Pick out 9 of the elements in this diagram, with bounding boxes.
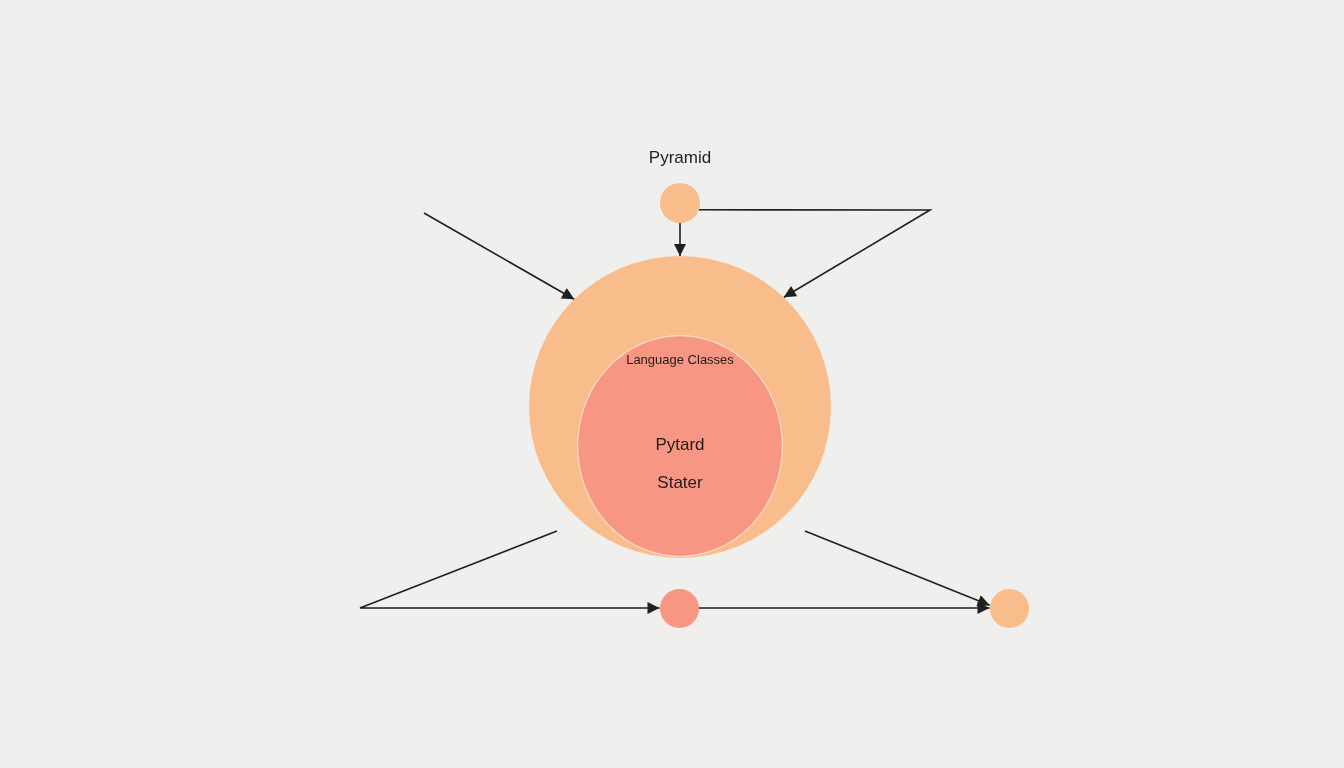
circle-label: Pytard <box>655 434 705 456</box>
arrow <box>804 530 991 607</box>
circle-label: Stater <box>657 472 703 494</box>
arrow <box>674 222 686 257</box>
circle-heading: Language Classes <box>626 352 734 369</box>
arrow <box>698 209 933 299</box>
arrow <box>359 530 661 614</box>
node-caption: Pyramid <box>648 147 712 169</box>
arrow <box>423 212 575 301</box>
